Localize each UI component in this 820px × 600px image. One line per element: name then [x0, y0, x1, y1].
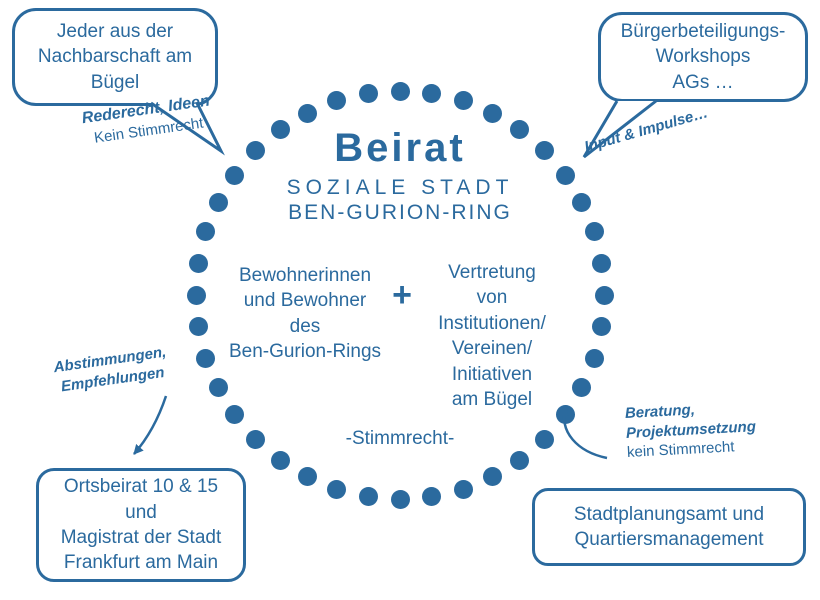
ring-dot [483, 103, 503, 123]
arrow-to-ortsbeirat-icon [133, 395, 168, 455]
beirat-title: Beirat [334, 126, 466, 170]
ring-dot [196, 348, 216, 368]
ring-dot [594, 285, 614, 305]
voting-right-label: -Stimmrecht- [345, 428, 455, 449]
ring-dot [189, 317, 208, 337]
ring-dot [327, 479, 347, 499]
ring-dot [208, 378, 228, 398]
neighbourhood-bubble: Jeder aus der Nachbarschaft am Bügel [12, 8, 218, 106]
abstimmungen-note: Abstimmungen, Empfehlungen [52, 343, 168, 395]
ring-dot [584, 222, 604, 242]
ring-dot [358, 486, 378, 506]
ring-dot [390, 81, 410, 101]
ring-dot [453, 479, 473, 499]
ring-dot [510, 450, 530, 470]
ring-dot [534, 141, 554, 161]
ring-dot [584, 348, 604, 368]
ring-dot [208, 192, 228, 212]
beirat-subtitle-line2: BEN-GURION-RING [288, 201, 512, 224]
ring-dot [297, 467, 317, 487]
institutions-group: Vertretung von Institutionen/ Vereinen/ … [438, 262, 546, 411]
plus-sign: + [392, 276, 412, 314]
ring-dot [246, 429, 266, 449]
ring-dot [572, 192, 592, 212]
ring-dot [225, 405, 245, 425]
stadtplanungsamt-box: Stadtplanungsamt und Quartiersmanagement [532, 488, 806, 566]
ring-dot [297, 103, 317, 123]
ortsbeirat-box: Ortsbeirat 10 & 15 und Magistrat der Sta… [36, 468, 246, 582]
ring-dot [483, 467, 503, 487]
input-impulse-note: Input & Impulse… [582, 104, 710, 156]
ring-dot [591, 253, 611, 273]
beratung-note: Beratung, Projektumsetzung kein Stimmrec… [624, 395, 792, 462]
ring-dot [390, 489, 410, 509]
ring-dot [358, 84, 378, 103]
beirat-subtitle-line1: SOZIALE STADT [286, 176, 514, 199]
ring-dot [572, 378, 592, 398]
workshops-bubble: Bürgerbeteiligungs- Workshops AGs … [598, 12, 808, 102]
ring-dot [270, 120, 290, 140]
ring-dot [534, 429, 554, 449]
ring-dot [327, 91, 347, 111]
ring-dot [453, 91, 473, 111]
ring-dot [422, 84, 442, 103]
ring-dot [225, 165, 245, 185]
ring-dot [270, 450, 290, 470]
ring-dot [555, 165, 575, 185]
ring-dot [186, 285, 206, 305]
ring-dot [196, 222, 216, 242]
residents-group: Bewohnerinnen und Bewohner des Ben-Gurio… [228, 265, 382, 363]
ring-dot [422, 486, 442, 506]
ring-dot [189, 253, 208, 273]
ring-dot [591, 317, 611, 337]
ring-dot [510, 120, 530, 140]
ring-dot [246, 141, 266, 161]
